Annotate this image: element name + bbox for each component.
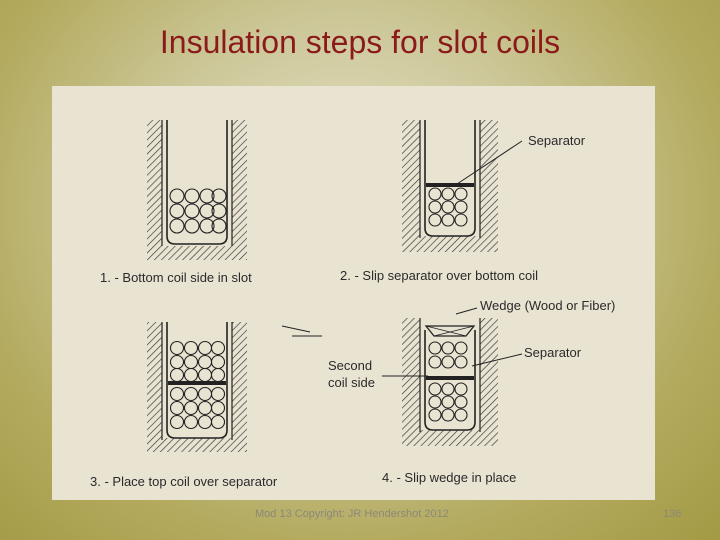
step-2-caption: 2. - Slip separator over bottom coil (340, 268, 538, 283)
slot-step-4 (382, 307, 523, 446)
slot-insulation-diagram: 1. - Bottom coil side in slot 2. - Slip … (90, 120, 615, 489)
figure-panel: 1. - Bottom coil side in slot 2. - Slip … (52, 86, 655, 500)
second-coil-label-line2: coil side (328, 375, 375, 390)
footer-copyright: Mod 13 Copyright: JR Hendershot 2012 (255, 508, 449, 520)
slot-step-3 (147, 322, 322, 452)
separator-label-bottom: Separator (524, 345, 582, 360)
step-3-caption: 3. - Place top coil over separator (90, 474, 278, 489)
slide-title: Insulation steps for slot coils (159, 24, 561, 60)
wedge-label: Wedge (Wood or Fiber) (480, 298, 615, 313)
step-1-caption: 1. - Bottom coil side in slot (100, 270, 252, 285)
separator-label-top: Separator (528, 133, 586, 148)
second-coil-label-line1: Second (328, 358, 372, 373)
step-4-caption: 4. - Slip wedge in place (382, 470, 516, 485)
slot-step-2 (402, 120, 523, 252)
page-number: 136 (663, 508, 682, 520)
slot-step-1 (147, 120, 247, 260)
